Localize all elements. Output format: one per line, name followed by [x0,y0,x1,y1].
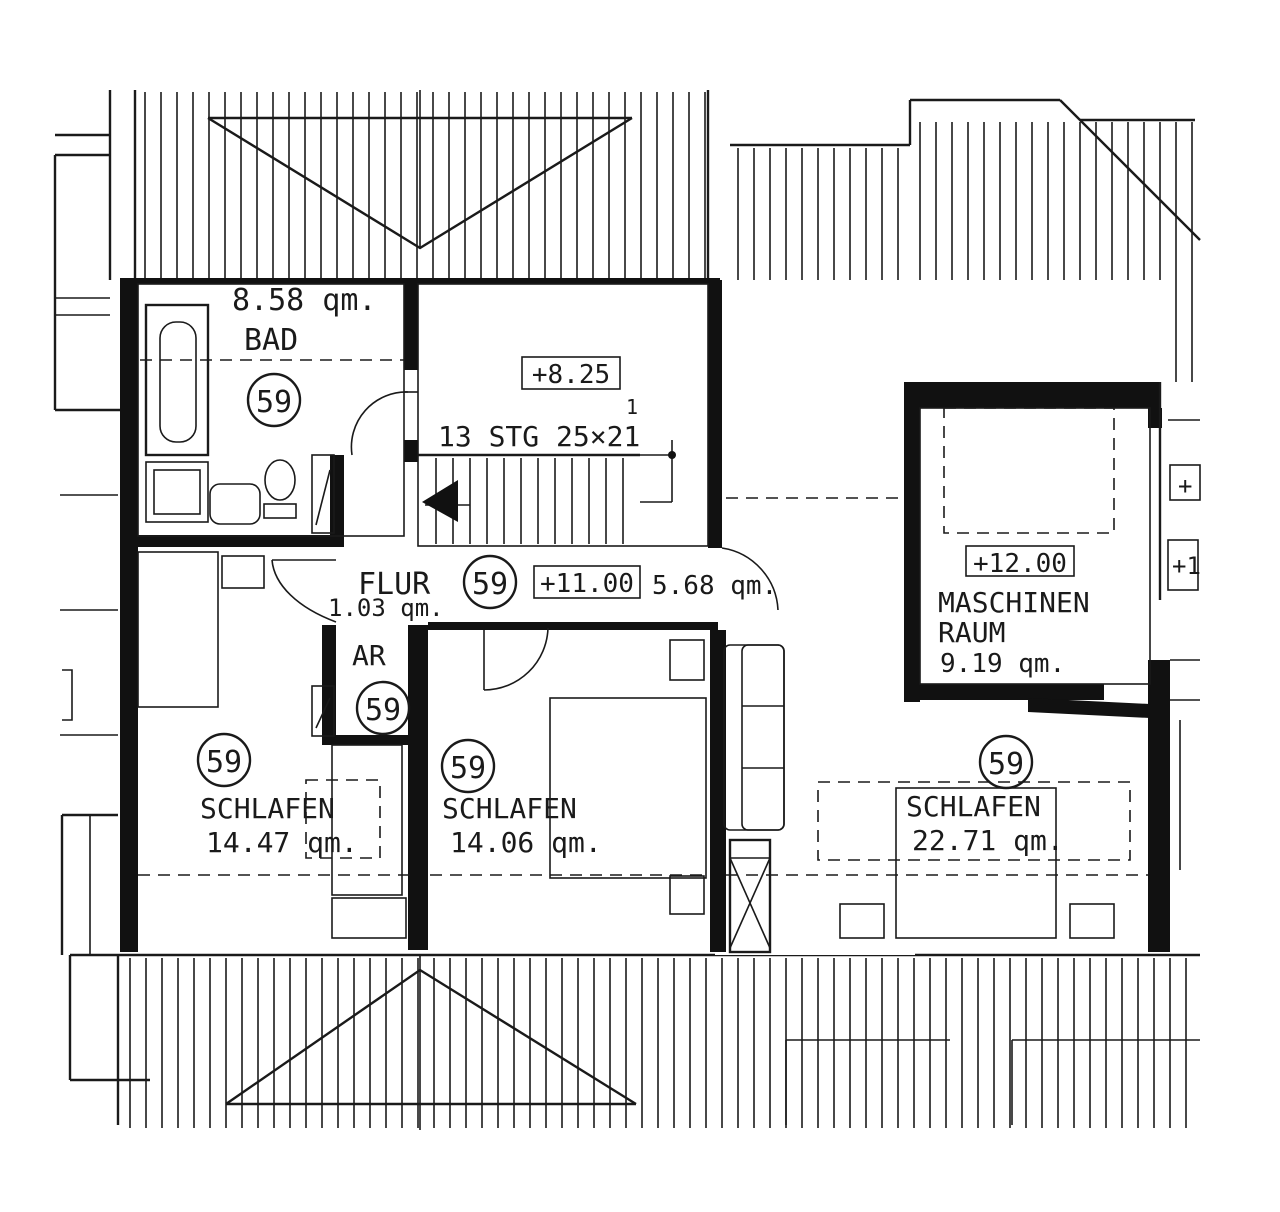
bad-name: BAD [244,323,298,358]
schlafen3-badge-circle [978,734,1034,790]
flur-area: 5.68 qm. [652,571,777,601]
flur-level: +11.00 [540,569,634,599]
schlafen2-area: 14.06 qm. [450,826,602,859]
ar-area: 1.03 qm. [328,594,444,622]
room-labels: 8.58 qm. BAD 59 +8.25 13 STG 25×21 1 FLU… [196,283,1201,859]
ar-name: AR [352,639,386,672]
stair-steps: 13 STG 25×21 [438,420,640,453]
schlafen3-area: 22.71 qm. [912,824,1064,857]
schlafen2-badge: 59 [450,751,486,786]
roof-outline [53,90,1201,1125]
flur-badge-circle [462,554,518,610]
bad-badge: 59 [256,385,292,420]
stair-steps-superscript: 1 [626,395,638,419]
schlafen1-area: 14.47 qm. [206,826,358,859]
stair-level-box [521,356,621,390]
flur-badge: 59 [472,567,508,602]
schlafen3-name: SCHLAFEN [906,790,1041,823]
maschinen-level-box [965,545,1075,577]
bad-badge-circle [246,372,302,428]
schlafen3-badge: 59 [988,747,1024,782]
schlafen1-badge-circle [196,732,252,788]
walls [120,278,1170,952]
maschinen-name-1: MASCHINEN [938,586,1090,619]
right-edge-label-top: + [1178,472,1192,500]
top-dormer-gable [207,90,633,250]
schlafen2-name: SCHLAFEN [442,792,577,825]
bad-area: 8.58 qm. [232,283,377,318]
ar-badge: 59 [365,693,401,728]
ar-badge-circle [355,680,411,736]
schlafen1-name: SCHLAFEN [200,792,335,825]
right-edge-label-mid: +1 [1172,552,1201,580]
schlafen2-badge-circle [440,738,496,794]
schlafen1-badge: 59 [206,745,242,780]
maschinen-name-2: RAUM [938,616,1005,649]
interior-details [137,283,1201,954]
flur-level-box [533,565,641,599]
stair-level: +8.25 [532,360,610,390]
maschinen-level: +12.00 [973,549,1067,579]
flur-name: FLUR [358,567,431,602]
bottom-dormer-gable [225,955,637,1130]
maschinen-area: 9.19 qm. [940,649,1065,679]
